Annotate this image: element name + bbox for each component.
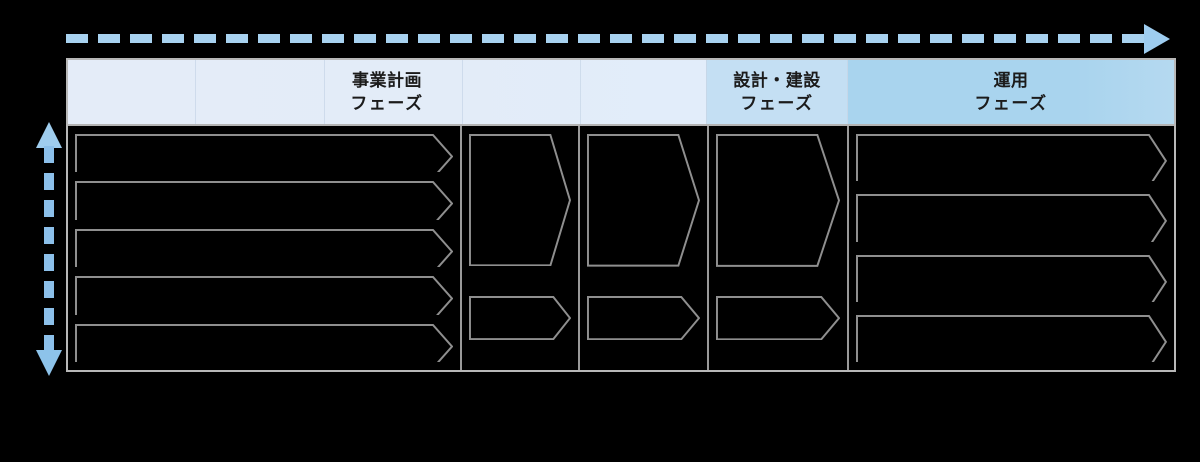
chevron-shape[interactable] <box>75 228 453 268</box>
chevron-outline-icon <box>716 134 840 267</box>
chevron-outline-icon <box>75 323 453 363</box>
chevron-outline-icon <box>75 228 453 268</box>
phase-header-title-1: 事業計画 <box>352 70 422 90</box>
chevron-label <box>75 181 453 219</box>
chevron-label <box>716 134 840 269</box>
chevron-outline-icon <box>856 314 1167 362</box>
time-progress-arrow <box>66 24 1178 54</box>
chevron-outline-icon <box>587 296 700 341</box>
chevron-outline-icon <box>75 276 453 315</box>
chevron-shape[interactable] <box>716 134 840 269</box>
chevron-label <box>75 134 453 172</box>
phase-header-sub-1: フェーズ <box>350 94 424 113</box>
chevron-outline-icon <box>716 296 840 341</box>
header-guide-line <box>324 60 325 124</box>
chevron-label <box>75 276 453 314</box>
chevron-label <box>716 296 840 341</box>
chevron-outline-icon <box>75 134 453 173</box>
chevron-label <box>856 315 1167 362</box>
chevron-label <box>856 134 1167 181</box>
chevron-label <box>75 229 453 267</box>
chevron-outline-icon <box>469 296 571 341</box>
chevron-label <box>587 134 700 269</box>
chevron-outline-icon <box>469 134 571 267</box>
phase-header-row: 事業計画 フェーズ 設計・建設 フェーズ 運用 フェーズ <box>68 60 1174 126</box>
phase-body <box>68 126 1174 370</box>
header-guide-line <box>462 60 463 124</box>
phase-header-sub-2: フェーズ <box>740 94 814 113</box>
chevron-shape[interactable] <box>856 194 1167 242</box>
chevron-shape[interactable] <box>75 181 453 220</box>
phase-header-cell-1: 事業計画 フェーズ <box>68 60 706 124</box>
arrow-down-icon <box>36 350 62 376</box>
chevron-shape[interactable] <box>75 276 453 315</box>
phase-column-3 <box>578 126 707 370</box>
arrow-right-icon <box>1144 24 1170 54</box>
chevron-outline-icon <box>856 134 1167 182</box>
chevron-label <box>75 324 453 362</box>
chevron-shape[interactable] <box>75 134 453 173</box>
chevron-label <box>587 296 700 341</box>
phase-header-sub-3: フェーズ <box>974 94 1048 113</box>
chevron-label <box>856 194 1167 241</box>
phase-header-title-3: 運用 <box>993 70 1029 90</box>
phase-column-4 <box>707 126 847 370</box>
chevron-label <box>469 134 571 269</box>
chevron-shape[interactable] <box>856 134 1167 182</box>
chevron-label <box>469 296 571 341</box>
chevron-label <box>856 255 1167 302</box>
phase-matrix-board: 事業計画 フェーズ 設計・建設 フェーズ 運用 フェーズ <box>66 58 1176 372</box>
chevron-shape[interactable] <box>856 314 1167 362</box>
chevron-shape[interactable] <box>716 296 840 341</box>
chevron-shape[interactable] <box>469 134 571 269</box>
chevron-outline-icon <box>856 194 1167 242</box>
header-guide-line <box>580 60 581 124</box>
chevron-shape[interactable] <box>856 254 1167 302</box>
chevron-shape[interactable] <box>75 323 453 363</box>
time-progress-arrow-dashes <box>66 34 1146 43</box>
diagram-caption <box>66 382 1176 452</box>
chevron-outline-icon <box>856 254 1167 302</box>
chevron-shape[interactable] <box>587 296 700 341</box>
chevron-shape[interactable] <box>469 296 571 341</box>
phase-column-1 <box>68 126 460 370</box>
arrow-up-icon <box>36 122 62 148</box>
chevron-outline-icon <box>75 181 453 220</box>
chevron-outline-icon <box>587 134 700 267</box>
phase-header-cell-3: 運用 フェーズ <box>847 60 1174 124</box>
phase-column-2 <box>460 126 578 370</box>
chevron-shape[interactable] <box>587 134 700 269</box>
phase-column-5 <box>847 126 1174 370</box>
phase-header-cell-2: 設計・建設 フェーズ <box>706 60 847 124</box>
scope-range-arrow <box>36 122 62 376</box>
phase-header-title-2: 設計・建設 <box>733 70 821 90</box>
scope-range-arrow-dashes <box>44 146 54 352</box>
header-guide-line <box>195 60 196 124</box>
